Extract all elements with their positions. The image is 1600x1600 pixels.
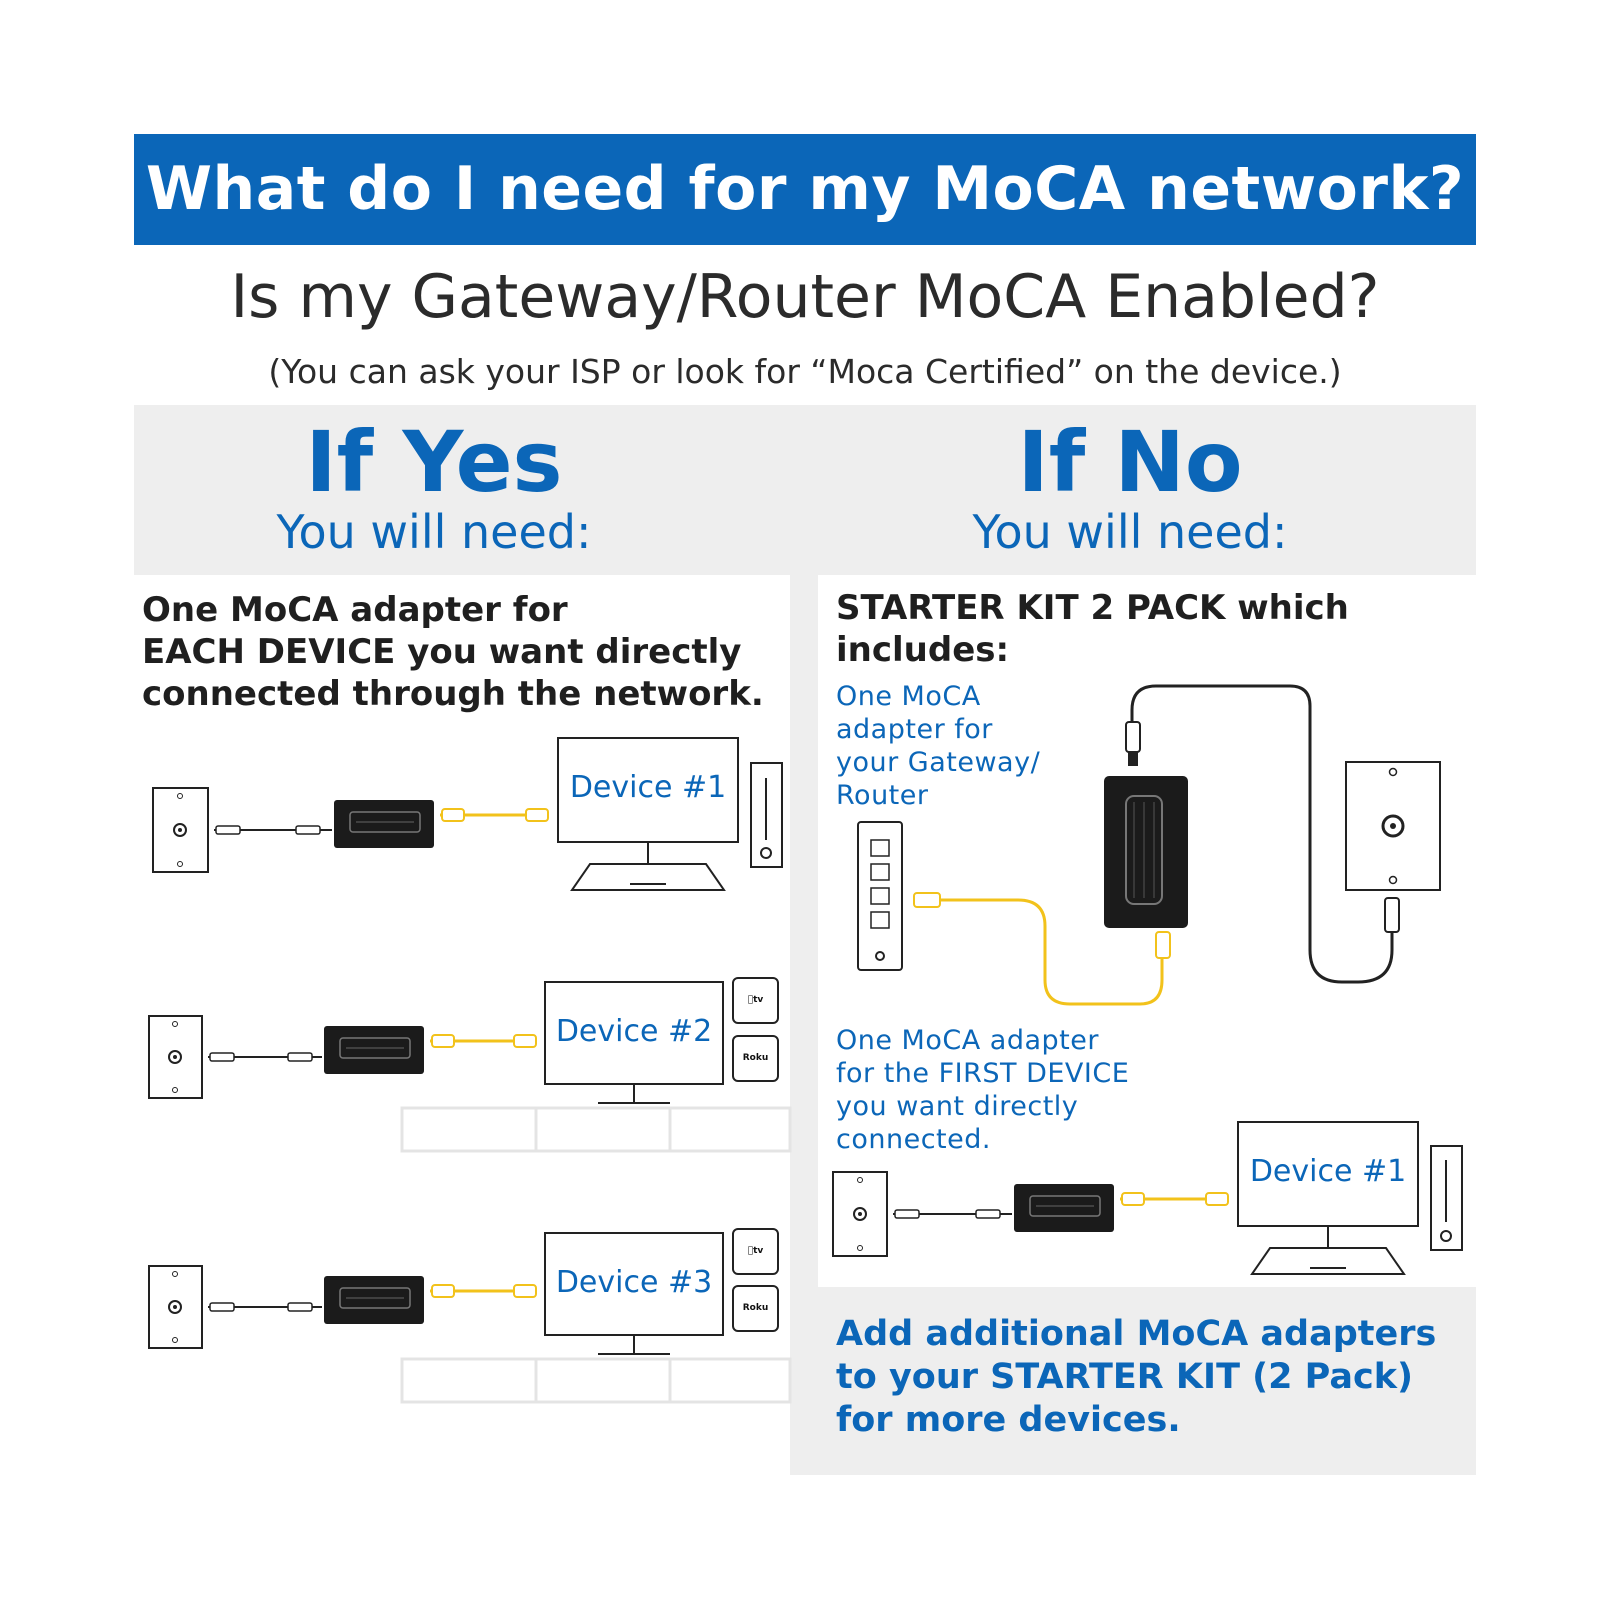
ethernet-cable xyxy=(440,808,549,822)
first-device-note-line: One MoCA adapter xyxy=(836,1025,1099,1056)
device-1-label: Device #1 xyxy=(569,770,727,805)
wall-coax-outlet xyxy=(152,787,209,873)
device-2-label: Device #2 xyxy=(555,1014,713,1049)
gateway-adapter-note-line: One MoCA xyxy=(836,681,981,712)
no-footer-note-line: for more devices. xyxy=(836,1400,1181,1440)
coax-cable xyxy=(893,1209,1012,1219)
first-device-note-line: connected. xyxy=(836,1124,991,1155)
moca-adapter xyxy=(324,1026,424,1074)
ethernet-cable xyxy=(1120,1192,1229,1206)
wall-coax-outlet xyxy=(832,1171,888,1257)
if-no-heading: If No xyxy=(1017,413,1243,511)
if-yes-description: One MoCA adapter for EACH DEVICE you wan… xyxy=(142,589,764,715)
gateway-question: Is my Gateway/Router MoCA Enabled? xyxy=(230,262,1380,332)
gateway-adapter-note-line: adapter for xyxy=(836,714,993,745)
wall-coax-outlet xyxy=(148,1015,203,1099)
no-device-row xyxy=(832,1121,1463,1275)
gateway-adapter-note: One MoCA adapter for your Gateway/ Route… xyxy=(836,680,1040,812)
moca-adapter-vertical xyxy=(1104,776,1188,928)
router-icon xyxy=(857,821,903,971)
ethernet-cable xyxy=(430,1034,537,1048)
apple-tv-badge: tv xyxy=(748,995,764,1005)
no-device-1-label: Device #1 xyxy=(1249,1154,1407,1189)
gateway-hint: (You can ask your ISP or look for “Moca … xyxy=(268,352,1342,391)
first-device-note-line: you want directly xyxy=(836,1091,1079,1122)
pc-tower-icon xyxy=(750,762,783,868)
coax-cable xyxy=(214,825,332,835)
monitor-icon xyxy=(1237,1121,1419,1275)
moca-adapter xyxy=(334,800,434,848)
header-panel xyxy=(134,405,1476,575)
roku-box-icon xyxy=(732,1285,779,1332)
first-device-note: One MoCA adapter for the FIRST DEVICE yo… xyxy=(836,1024,1129,1156)
if-no-description: STARTER KIT 2 PACK which includes: xyxy=(836,587,1349,671)
coax-cable-loop xyxy=(1125,684,1400,984)
apple-tv-box-icon xyxy=(732,977,779,1024)
wall-coax-outlet xyxy=(148,1265,203,1349)
yes-row-2 xyxy=(148,977,792,1153)
apple-tv-badge: tv xyxy=(748,1246,764,1256)
device-3-label: Device #3 xyxy=(555,1265,713,1300)
moca-adapter xyxy=(324,1276,424,1324)
ethernet-cable xyxy=(913,892,1171,1006)
tv-stand-shelf xyxy=(400,1357,792,1404)
coax-cable xyxy=(208,1302,322,1312)
roku-badge: Roku xyxy=(742,1303,769,1313)
no-footer-note-line: Add additional MoCA adapters xyxy=(836,1314,1437,1354)
if-yes-description-line: connected through the network. xyxy=(142,674,764,714)
title-banner xyxy=(134,134,1476,245)
monitor-icon xyxy=(557,737,739,891)
coax-cable xyxy=(208,1052,322,1062)
if-no-description-line: includes: xyxy=(836,630,1010,670)
if-yes-subheading: You will need: xyxy=(276,505,592,559)
gateway-adapter-note-line: Router xyxy=(836,780,929,811)
no-footer-note: Add additional MoCA adapters to your STA… xyxy=(836,1313,1436,1442)
yes-row-3 xyxy=(148,1228,792,1404)
monitor-icon xyxy=(544,1232,724,1355)
if-yes-heading: If Yes xyxy=(305,413,563,511)
apple-tv-box-icon xyxy=(732,1228,779,1275)
if-no-subheading: You will need: xyxy=(972,505,1288,559)
page-title: What do I need for my MoCA network? xyxy=(145,154,1465,224)
moca-adapter xyxy=(1014,1184,1114,1232)
tv-stand-shelf xyxy=(400,1106,792,1153)
wall-coax-outlet xyxy=(1345,761,1441,891)
no-footer-note-line: to your STARTER KIT (2 Pack) xyxy=(836,1357,1414,1397)
if-yes-description-line: EACH DEVICE you want directly xyxy=(142,632,742,672)
pc-tower-icon xyxy=(1430,1145,1463,1251)
roku-box-icon xyxy=(732,1035,779,1082)
if-yes-description-line: One MoCA adapter for xyxy=(142,590,568,630)
first-device-note-line: for the FIRST DEVICE xyxy=(836,1058,1130,1089)
ethernet-cable xyxy=(430,1284,537,1298)
roku-badge: Roku xyxy=(742,1053,769,1063)
gateway-adapter-note-line: your Gateway/ xyxy=(836,747,1041,778)
if-no-description-line: STARTER KIT 2 PACK which xyxy=(836,588,1349,628)
yes-row-1 xyxy=(152,737,783,891)
monitor-icon xyxy=(544,981,724,1104)
